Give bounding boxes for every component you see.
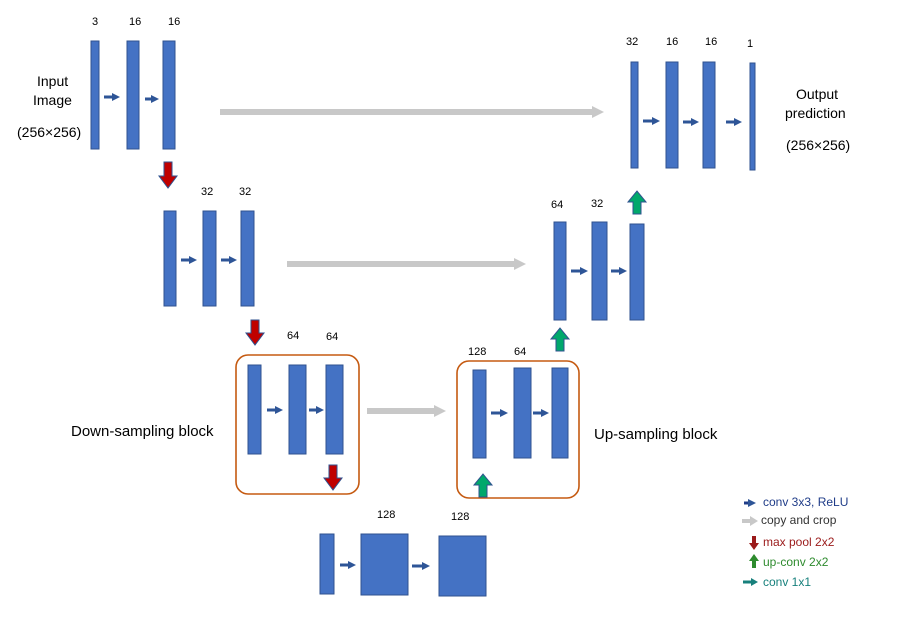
copy-and-crop-arrows [220, 106, 604, 417]
feature-map-block [360, 533, 409, 596]
feature-map-bar [162, 40, 176, 150]
feature-map-bar [551, 367, 569, 459]
channel-label: 16 [129, 16, 142, 28]
legend-conv1x1-arrowhead-icon [751, 578, 758, 586]
feature-map-bar [288, 364, 307, 455]
channel-label: 1 [747, 38, 754, 50]
legend-copy-arrowhead-icon [750, 516, 758, 526]
input-size-label: (256×256) [17, 124, 82, 140]
channel-label: 32 [239, 186, 252, 198]
decoder-level-3 [472, 367, 569, 459]
legend-conv1x1-label: conv 1x1 [763, 575, 812, 589]
legend-pool-icon [749, 536, 759, 550]
feature-map-bar [126, 40, 140, 150]
feature-map-bar [163, 210, 177, 307]
channel-label: 64 [287, 330, 300, 342]
output-label-line2: prediction [785, 105, 846, 121]
legend-conv-label: conv 3x3, ReLU [763, 495, 849, 509]
legend-glyphs [742, 499, 759, 586]
max-pool-arrow [323, 464, 343, 491]
input-label-line2: Image [33, 92, 72, 108]
feature-map-bar [247, 364, 262, 455]
channel-label: 128 [377, 509, 396, 521]
channel-label: 128 [468, 346, 487, 358]
up-conv-arrow [549, 327, 571, 352]
down-sampling-block-label: Down-sampling block [71, 423, 214, 440]
channel-label: 16 [666, 36, 679, 48]
up-sampling-block-outline [456, 360, 580, 499]
max-pool-arrows [158, 161, 343, 491]
bottleneck-level [319, 533, 487, 597]
feature-map-bar [630, 61, 639, 169]
decoder-level-2 [553, 221, 645, 321]
encoder-level-2 [163, 210, 255, 307]
channel-label: 16 [705, 36, 718, 48]
feature-map-bar [472, 369, 487, 459]
legend-pool-label: max pool 2x2 [763, 535, 835, 549]
channel-label: 128 [451, 511, 470, 523]
encoder-level-3 [247, 364, 344, 455]
channel-label: 3 [92, 16, 99, 28]
feature-map-bar [702, 61, 716, 169]
channel-label: 32 [626, 36, 639, 48]
feature-map-bar [553, 221, 567, 321]
up-conv-arrow [626, 190, 648, 215]
channel-label: 64 [551, 199, 564, 211]
output-size-label: (256×256) [786, 137, 851, 153]
feature-map-block [438, 535, 487, 597]
channel-label: 64 [326, 331, 339, 343]
feature-map-bar [202, 210, 217, 307]
channel-label: 64 [514, 346, 527, 358]
decoder-level-1 [630, 61, 756, 171]
feature-map-bar [513, 367, 532, 459]
up-conv-arrows [472, 190, 648, 498]
output-feature-map-bar [749, 62, 756, 171]
feature-map-bar [629, 223, 645, 321]
feature-map-bar [319, 533, 335, 595]
legend-upconv-icon [749, 554, 759, 568]
channel-label: 32 [591, 198, 604, 210]
output-label-line1: Output [796, 86, 839, 102]
feature-map-bar [325, 364, 344, 455]
feature-map-bar [240, 210, 255, 307]
up-conv-arrow [472, 473, 494, 498]
max-pool-arrow [158, 161, 178, 189]
max-pool-arrow [245, 319, 265, 346]
legend-upconv-label: up-conv 2x2 [763, 555, 829, 569]
up-sampling-block-label: Up-sampling block [594, 426, 718, 443]
feature-map-bar [591, 221, 608, 321]
feature-map-bar [90, 40, 100, 150]
encoder-level-1 [90, 40, 176, 150]
feature-map-bar [665, 61, 679, 169]
down-sampling-block-outline [235, 354, 360, 495]
channel-label: 16 [168, 16, 181, 28]
input-label-line1: Input [37, 73, 69, 89]
channel-label: 32 [201, 186, 214, 198]
legend-copy-label: copy and crop [761, 513, 837, 527]
